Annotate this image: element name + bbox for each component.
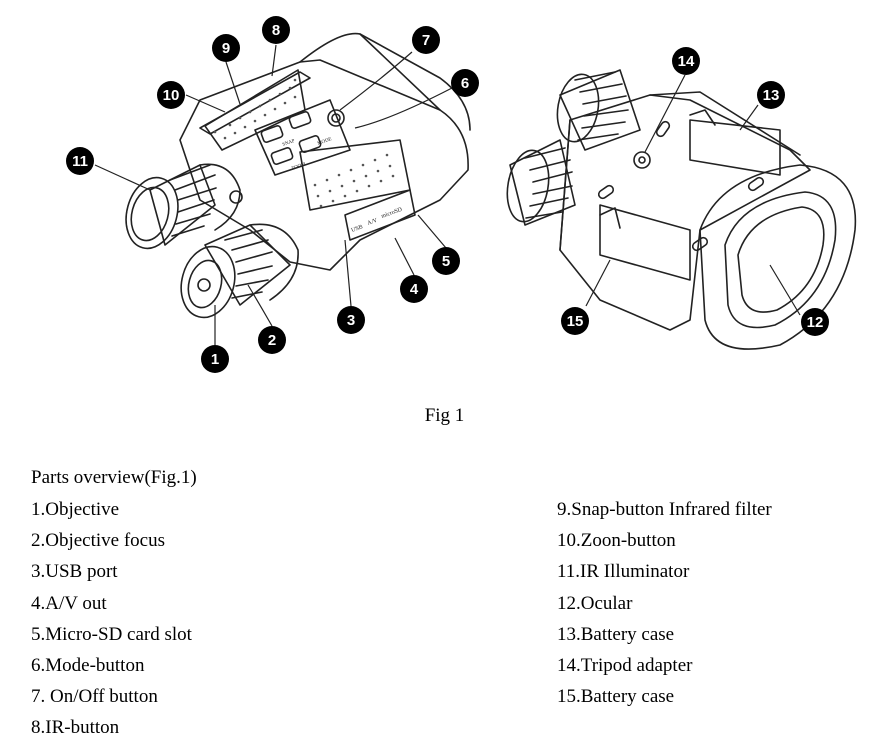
av-label: A/V (367, 217, 379, 226)
part-item: 9.Snap-button Infrared filter (557, 499, 772, 520)
parts-list-right: 9.Snap-button Infrared filter 10.Zoon-bu… (557, 498, 772, 716)
part-item: 12.Ocular (557, 592, 633, 614)
zoom-label: ZOOM (291, 162, 307, 172)
battery-case-bottom (599, 204, 691, 281)
part-item: 10.Zoon-button (557, 530, 676, 552)
part-item: 13.Battery case (557, 623, 675, 645)
callout-2-number: 2 (268, 332, 276, 349)
callout-13: 13 (757, 81, 785, 109)
callout-13-number: 13 (763, 87, 780, 104)
callout-3-number: 3 (347, 312, 355, 329)
callout-badges: 1 2 3 4 5 6 7 8 9 10 11 12 13 14 15 (66, 16, 829, 373)
callout-6: 6 (451, 69, 479, 97)
callout-11-number: 11 (72, 153, 88, 170)
part-item: 7. On/Off button (31, 686, 158, 708)
part-item: 2.Objective focus (31, 530, 166, 552)
grip-texture-bottom (313, 153, 395, 208)
callout-9: 9 (212, 34, 240, 62)
usb-label: USB (351, 224, 364, 234)
part-item: 5.Micro-SD card slot (31, 623, 192, 645)
callout-8: 8 (262, 16, 290, 44)
callout-1: 1 (201, 345, 229, 373)
callout-5: 5 (432, 247, 460, 275)
part-item: 6.Mode-button (31, 654, 145, 676)
callout-14: 14 (672, 47, 700, 75)
part-item: 3.USB port (31, 561, 118, 583)
callout-14-number: 14 (678, 53, 695, 70)
part-item: 14.Tripod adapter (557, 654, 693, 676)
callout-6-number: 6 (461, 75, 469, 92)
callout-2: 2 (258, 326, 286, 354)
part-item: 1.Objective (31, 499, 120, 520)
binoculars-figure: SNAP ZOOM MODE USB A/V microSD (66, 16, 857, 373)
ir-illuminator-lens (125, 163, 241, 250)
callout-10-number: 10 (163, 87, 180, 104)
objective-lens (180, 190, 299, 319)
part-item: 4.A/V out (31, 592, 107, 614)
callout-5-number: 5 (442, 253, 450, 270)
callout-11: 11 (66, 147, 94, 175)
callout-9-number: 9 (222, 40, 230, 57)
callout-7-number: 7 (422, 32, 430, 49)
parts-list-left: 1.Objective 2.Objective focus 3.USB port… (31, 498, 192, 748)
callout-3: 3 (337, 306, 365, 334)
callout-1-number: 1 (211, 351, 219, 368)
callout-12: 12 (801, 308, 829, 336)
binocular-rear-view (506, 69, 857, 350)
tripod-adapter (633, 151, 651, 169)
battery-case-top (689, 119, 781, 176)
callout-15-number: 15 (567, 313, 584, 330)
callout-12-number: 12 (807, 314, 824, 331)
figure-caption: Fig 1 (424, 405, 465, 426)
callout-4: 4 (400, 275, 428, 303)
part-item: 8.IR-button (31, 717, 120, 739)
ocular-eyepiece (699, 164, 857, 350)
snap-label: SNAP (282, 139, 296, 148)
callout-10: 10 (157, 81, 185, 109)
sd-label: microSD (381, 207, 404, 220)
grip-texture-top (213, 78, 297, 140)
parts-overview-title: Parts overview(Fig.1) (31, 467, 197, 488)
callout-15: 15 (561, 307, 589, 335)
mode-label: MODE (317, 137, 333, 147)
callout-8-number: 8 (272, 22, 280, 39)
binocular-front-view: SNAP ZOOM MODE USB A/V microSD (125, 32, 471, 319)
callout-4-number: 4 (410, 281, 419, 298)
part-item: 11.IR Illuminator (557, 561, 690, 583)
part-item: 15.Battery case (557, 686, 675, 708)
callout-7: 7 (412, 26, 440, 54)
